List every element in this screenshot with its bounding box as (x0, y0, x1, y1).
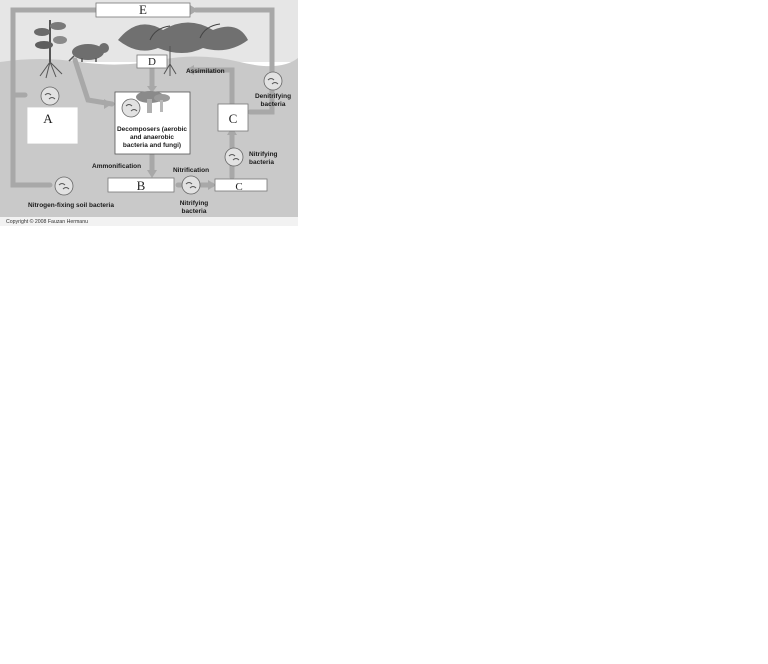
nitrifying-lower-label-line2: bacteria (182, 208, 207, 215)
decomposers-label-line1: Decomposers (aerobic (117, 126, 187, 133)
box-d-letter: D (148, 56, 156, 68)
copyright-strip (0, 217, 298, 226)
box-b-letter: B (137, 178, 146, 193)
arrow-right-loop (193, 7, 275, 115)
box-d (136, 54, 168, 69)
box-e (95, 2, 191, 18)
mushroom-illustration (121, 91, 170, 118)
box-a (26, 106, 79, 145)
decomposers-label-line2: and anaerobic (130, 134, 174, 141)
arrowhead (208, 180, 216, 190)
nitrifying-lower-label-line1: Nitrifying (180, 200, 209, 207)
arrowhead (147, 170, 157, 178)
arrow-assimilation (187, 67, 235, 107)
nitrifying-right-label-line1: Nitrifying (249, 151, 278, 158)
copyright-text: Copyright © 2008 Fauzan Hermanu (6, 218, 88, 225)
box-a-letter: A (43, 111, 53, 126)
nitrifying-bacteria-right-icon (224, 147, 244, 167)
nitrogen-fixing-bacteria-icon (54, 176, 74, 196)
nitrogen-fixing-label: Nitrogen-fixing soil bacteria (28, 202, 114, 209)
nitrifying-bacteria-lower-icon (181, 175, 201, 195)
bacteria-icon (40, 86, 60, 106)
box-c-lower (214, 178, 268, 192)
ammonification-label: Ammonification (92, 163, 141, 170)
nitrogen-cycle-diagram: E D A C B C Decomposers (aerobic and ana… (0, 0, 300, 226)
denitrifying-bacteria-icon (263, 71, 283, 91)
box-c-lower-letter: C (235, 181, 242, 193)
arrowhead (147, 86, 157, 93)
box-c-upper-letter: C (229, 111, 238, 126)
arrowhead (104, 99, 112, 109)
denitrifying-label-line2: bacteria (261, 101, 286, 108)
box-b (107, 177, 175, 193)
box-c-upper (217, 103, 249, 132)
assimilation-label: Assimilation (186, 68, 225, 75)
box-e-letter: E (139, 2, 147, 17)
plant-right-illustration (118, 22, 248, 76)
denitrifying-label-line1: Denitrifying (255, 93, 291, 100)
plant-left-illustration (34, 20, 67, 79)
nitrification-label: Nitrification (173, 167, 209, 174)
arrowhead (186, 65, 194, 75)
nitrifying-right-label-line2: bacteria (249, 159, 274, 166)
animal-illustration (68, 43, 109, 62)
decomposers-label-line3: bacteria and fungi) (123, 142, 181, 149)
arrowhead (190, 5, 198, 15)
